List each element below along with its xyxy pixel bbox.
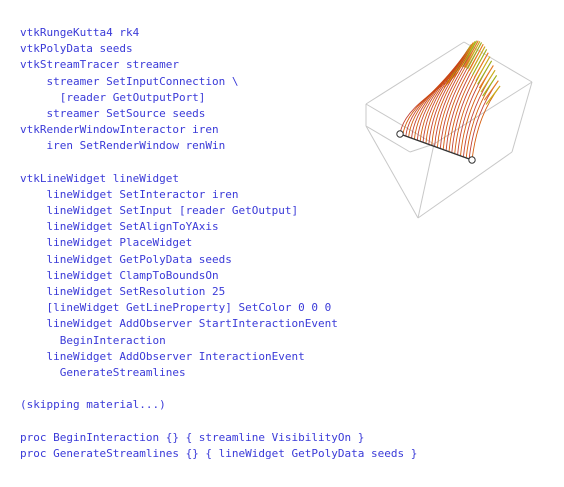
code-line: lineWidget SetResolution 25 [20, 285, 226, 298]
code-line: vtkLineWidget lineWidget [20, 171, 179, 185]
outline-edge [365, 125, 419, 219]
streamline-tip [468, 44, 484, 71]
code-line: lineWidget SetAlignToYAxis [20, 220, 219, 234]
code-line: [reader GetOutputPort] [20, 90, 206, 104]
streamlines [399, 40, 501, 161]
streamline-tip [477, 60, 493, 85]
streamline-tip [483, 80, 499, 101]
code-line: (skipping material...) [20, 398, 166, 412]
streamline-tip [473, 52, 489, 79]
code-line: streamer SetSource seeds [20, 106, 206, 120]
code-line: GenerateStreamlines [20, 365, 186, 379]
widget-handle-start [396, 130, 404, 138]
widget-handle-end [468, 156, 476, 164]
outline-edge [417, 143, 435, 219]
code-line [20, 381, 417, 397]
code-line: lineWidget SetInteractor iren [20, 187, 239, 201]
code-line: lineWidget PlaceWidget [20, 236, 193, 250]
streamline-tip [480, 70, 496, 93]
outline-edge [511, 81, 533, 153]
streamline-tip [472, 49, 488, 76]
code-line: lineWidget ClampToBoundsOn [20, 268, 219, 282]
streamline-tip [478, 65, 494, 89]
code-line: [lineWidget GetLineProperty] SetColor 0 … [20, 301, 332, 315]
code-line: iren SetRenderWindow renWin [20, 139, 226, 153]
streamline [468, 80, 499, 160]
widget-line [399, 133, 473, 161]
streamline-rendering [365, 40, 533, 219]
code-line: vtkPolyData seeds [20, 42, 133, 56]
outline-edge [365, 103, 435, 145]
code-line: vtkRenderWindowInteractor iren [20, 123, 219, 137]
code-line: streamer SetInputConnection \ [20, 74, 239, 88]
streamline-tip [485, 85, 501, 105]
code-line [20, 414, 417, 430]
code-line: lineWidget AddObserver StartInteractionE… [20, 317, 338, 331]
streamline-tip [470, 46, 486, 73]
streamline-tip [475, 56, 491, 82]
streamline-tip [462, 40, 477, 68]
streamline-tip [482, 75, 498, 97]
code-line: proc BeginInteraction {} { streamline Vi… [20, 430, 365, 444]
code-line: proc GenerateStreamlines {} { lineWidget… [20, 446, 418, 460]
outline-edge [365, 125, 411, 153]
streamline-tip [467, 42, 482, 70]
code-line: lineWidget GetPolyData seeds [20, 252, 232, 266]
line-widget [396, 130, 476, 164]
streamline-tip [465, 41, 481, 69]
code-line: vtkStreamTracer streamer [20, 58, 179, 72]
outline-edge [365, 41, 465, 105]
code-line: vtkRungeKutta4 rk4 [20, 26, 140, 39]
code-line: lineWidget SetInput [reader GetOutput] [20, 204, 299, 218]
code-line: lineWidget AddObserver InteractionEvent [20, 349, 305, 363]
outline-edge [433, 81, 533, 145]
outline-edge [417, 151, 513, 219]
code-line: BeginInteraction [20, 333, 166, 347]
streamline-tip [463, 40, 479, 68]
code-listing: vtkRungeKutta4 rk4 vtkPolyData seeds vtkSt… [20, 25, 417, 462]
